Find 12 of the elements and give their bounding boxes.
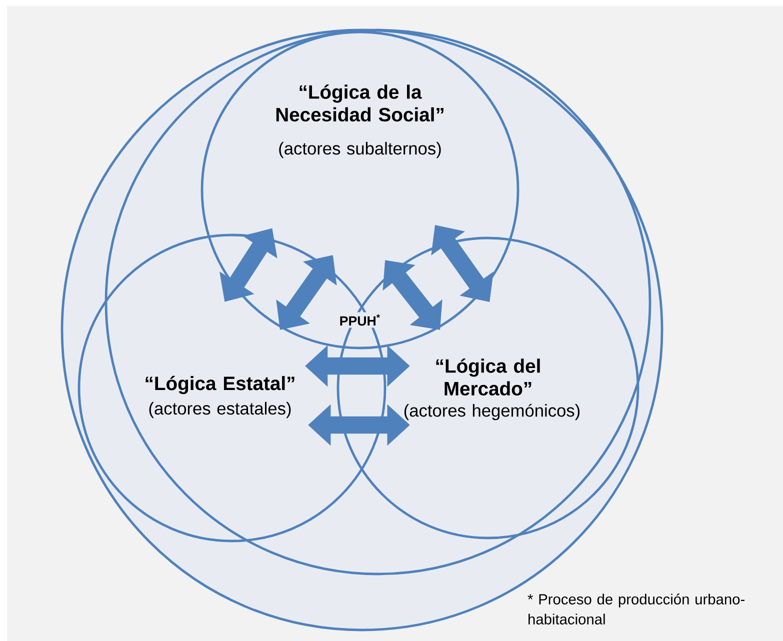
circle-title: “Lógica del Mercado” xyxy=(436,358,540,396)
circle xyxy=(200,30,520,350)
circle-subtitle: (actores subalternos) xyxy=(279,142,441,158)
circle-title: “Lógica Estatal” xyxy=(146,376,294,394)
circle xyxy=(78,234,386,542)
outer-circle xyxy=(104,28,652,576)
circle-subtitle: (actores hegemónicos) xyxy=(404,404,580,420)
circle xyxy=(336,236,640,540)
center-label: PPUH$^{*}$ xyxy=(337,312,383,328)
circle-subtitle: (actores estatales) xyxy=(149,402,291,418)
circle-title: “Lógica de la Necesidad Social” xyxy=(276,84,444,122)
footnote: * Proceso de producción urbano-habitacional xyxy=(528,594,744,624)
